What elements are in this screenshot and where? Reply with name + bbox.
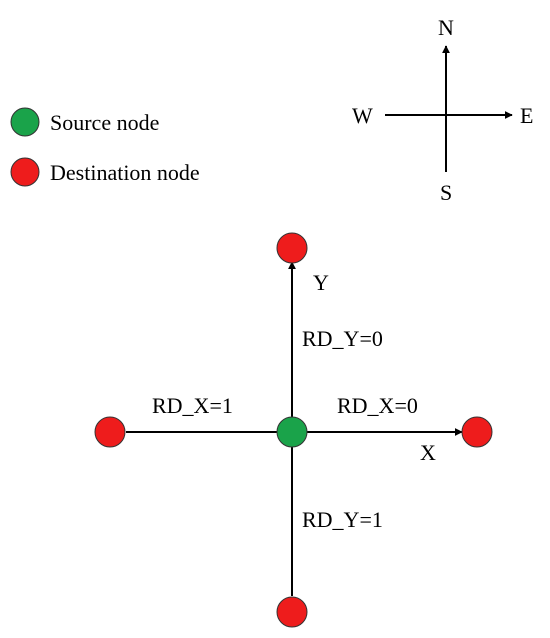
compass-south-label: S bbox=[440, 180, 452, 205]
x-axis-label: X bbox=[420, 440, 436, 465]
west-direction-label: RD_X=1 bbox=[152, 393, 233, 418]
east-direction-label: RD_X=0 bbox=[337, 393, 418, 418]
source-node bbox=[276, 416, 308, 448]
y-axis-label: Y bbox=[313, 270, 329, 295]
routing-cross: Y X RD_Y=0 RD_Y=1 RD_X=1 RD_X=0 bbox=[94, 232, 493, 628]
south-direction-label: RD_Y=1 bbox=[302, 507, 383, 532]
destination-node-east bbox=[461, 416, 493, 448]
legend-destination-label: Destination node bbox=[50, 160, 200, 185]
legend-destination-node-icon bbox=[10, 157, 40, 187]
legend-source-label: Source node bbox=[50, 110, 159, 135]
destination-node-west bbox=[94, 416, 126, 448]
legend-source-node-icon bbox=[10, 107, 40, 137]
legend: Source node Destination node bbox=[10, 107, 200, 187]
compass-east-label: E bbox=[520, 103, 533, 128]
compass-north-label: N bbox=[438, 15, 454, 40]
destination-node-south bbox=[276, 596, 308, 628]
north-direction-label: RD_Y=0 bbox=[302, 326, 383, 351]
destination-node-north bbox=[276, 232, 308, 264]
compass-west-label: W bbox=[352, 103, 373, 128]
compass: N S W E bbox=[352, 15, 533, 205]
